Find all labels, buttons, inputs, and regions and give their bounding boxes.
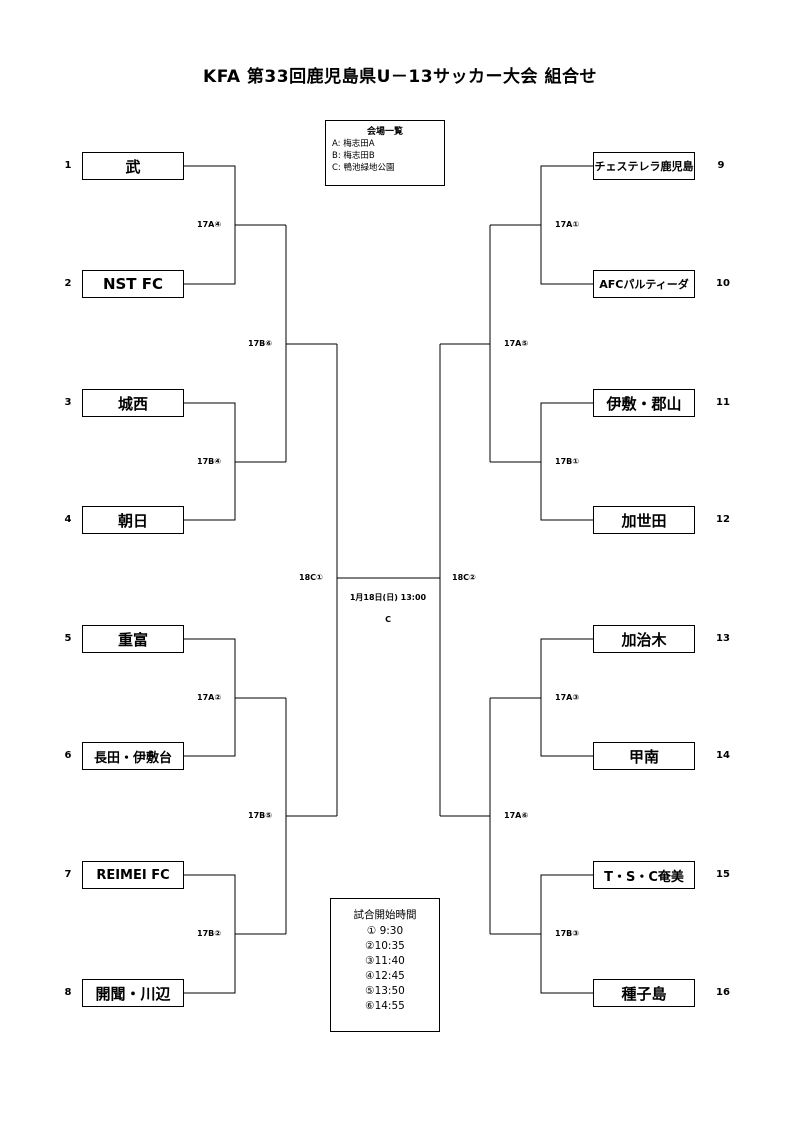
- team-seed: 1: [64, 160, 72, 171]
- team-box: 城西: [82, 389, 184, 417]
- schedule-time: ⑥14:55: [365, 1000, 405, 1012]
- final-venue: C: [385, 615, 391, 624]
- match-label: 17A①: [555, 220, 580, 229]
- team-seed: 9: [717, 160, 725, 171]
- schedule-time: ④12:45: [365, 970, 405, 982]
- team-seed: 5: [64, 633, 72, 644]
- match-label: 17B①: [555, 457, 580, 466]
- team-seed: 7: [64, 869, 72, 880]
- team-box: 伊敷・郡山: [593, 389, 695, 417]
- team-box: REIMEI FC: [82, 861, 184, 889]
- team-box: 朝日: [82, 506, 184, 534]
- team-box: 加世田: [593, 506, 695, 534]
- team-seed: 14: [716, 750, 730, 761]
- match-label: 17B⑤: [248, 811, 273, 820]
- final-date: 1月18日(日) 13:00: [349, 593, 427, 602]
- match-label: 18C②: [452, 573, 476, 582]
- team-box: 加治木: [593, 625, 695, 653]
- team-box: チェステレラ鹿児島: [593, 152, 695, 180]
- team-box: 長田・伊敷台: [82, 742, 184, 770]
- schedule-time: ②10:35: [365, 940, 405, 952]
- team-seed: 8: [64, 987, 72, 998]
- match-label: 17B②: [197, 929, 222, 938]
- venue-list-title: 会場一覧: [366, 127, 403, 137]
- team-box: AFCパルティーダ: [593, 270, 695, 298]
- team-seed: 3: [64, 397, 72, 408]
- team-seed: 4: [64, 514, 72, 525]
- team-box: T・S・C奄美: [593, 861, 695, 889]
- match-label: 17B④: [197, 457, 222, 466]
- final-info: 1月18日(日) 13:00 C: [330, 592, 446, 624]
- venue-item: B: 梅志田B: [332, 151, 375, 161]
- team-seed: 6: [64, 750, 72, 761]
- schedule-title: 試合開始時間: [353, 909, 417, 921]
- team-seed: 16: [716, 987, 730, 998]
- schedule-time: ① 9:30: [366, 925, 404, 937]
- venue-item: A: 梅志田A: [332, 139, 375, 149]
- team-seed: 11: [716, 397, 730, 408]
- team-seed: 12: [716, 514, 730, 525]
- team-seed: 13: [716, 633, 730, 644]
- team-seed: 15: [716, 869, 730, 880]
- match-label: 17B③: [555, 929, 580, 938]
- team-box: 開聞・川辺: [82, 979, 184, 1007]
- schedule-box: 試合開始時間 ① 9:30 ②10:35 ③11:40 ④12:45 ⑤13:5…: [330, 898, 440, 1032]
- match-label: 17A③: [555, 693, 580, 702]
- team-box: 武: [82, 152, 184, 180]
- match-label: 18C①: [299, 573, 323, 582]
- team-seed: 10: [716, 278, 730, 289]
- match-label: 17B⑥: [248, 339, 273, 348]
- team-seed: 2: [64, 278, 72, 289]
- team-box: 種子島: [593, 979, 695, 1007]
- team-box: 甲南: [593, 742, 695, 770]
- page-title: KFA 第33回鹿児島県U－13サッカー大会 組合せ: [203, 67, 597, 87]
- match-label: 17A②: [197, 693, 222, 702]
- match-label: 17A⑤: [504, 339, 529, 348]
- team-box: 重富: [82, 625, 184, 653]
- schedule-time: ⑤13:50: [365, 985, 405, 997]
- match-label: 17A⑥: [504, 811, 529, 820]
- venue-item: C: 鴨池緑地公園: [332, 163, 395, 173]
- team-box: NST FC: [82, 270, 184, 298]
- match-label: 17A④: [197, 220, 222, 229]
- schedule-time: ③11:40: [365, 955, 405, 967]
- venue-list: 会場一覧 A: 梅志田A B: 梅志田B C: 鴨池緑地公園: [325, 120, 445, 186]
